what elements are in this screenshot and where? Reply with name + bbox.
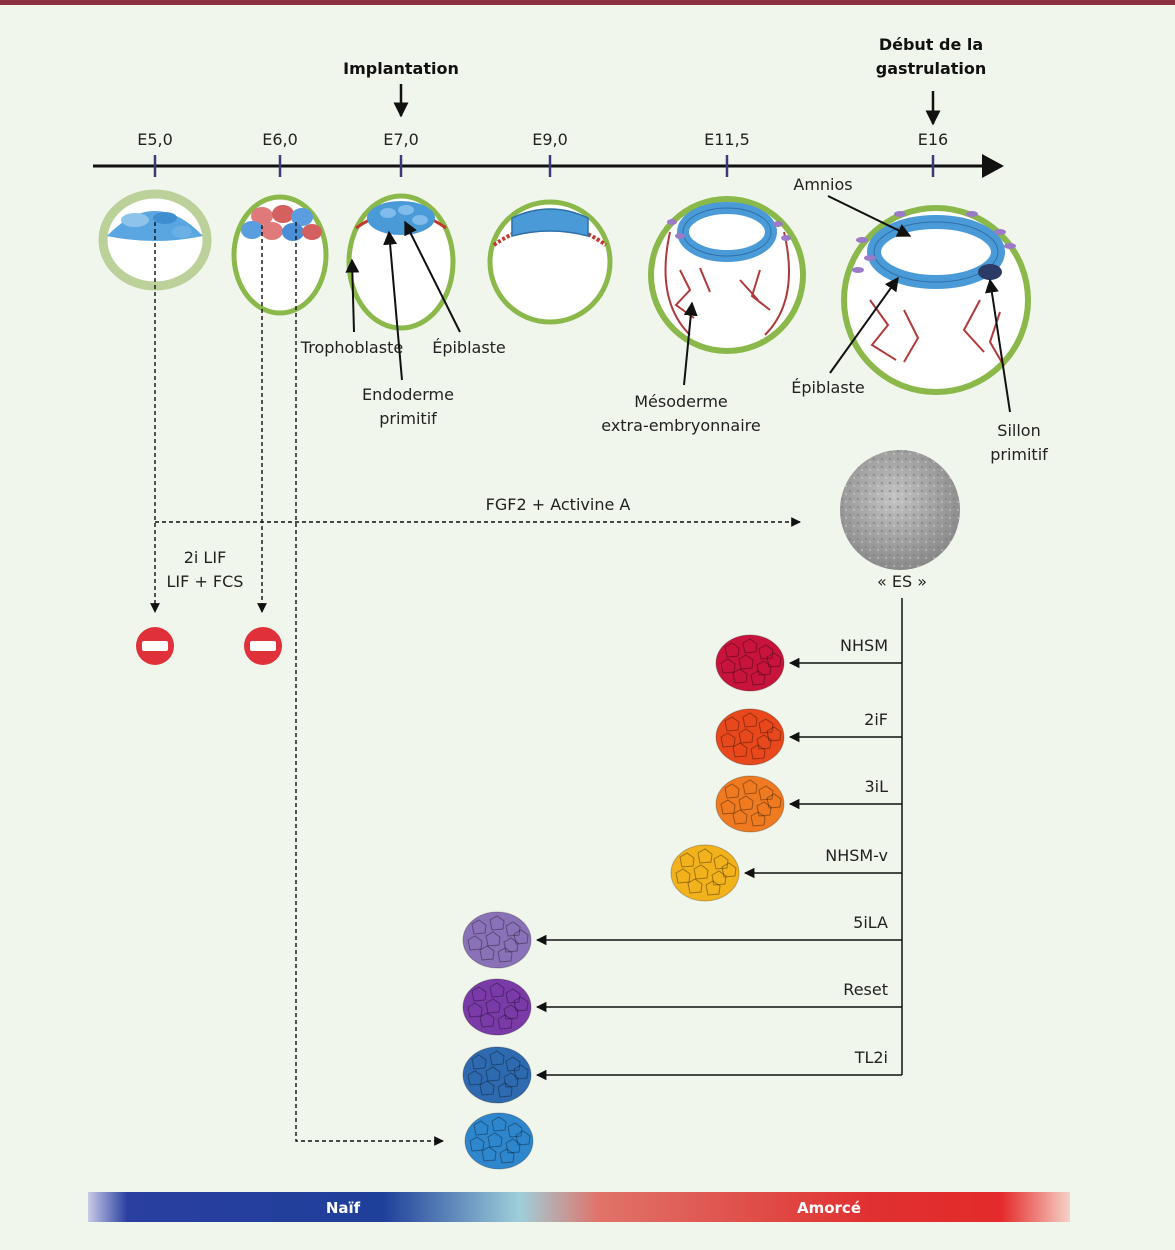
stop-icon: [136, 627, 174, 665]
label-amnios: Amnios: [793, 175, 852, 194]
condition-colony: [462, 1046, 532, 1104]
condition-label: 2iF: [864, 710, 888, 729]
label-epiblaste2: Épiblaste: [791, 378, 865, 397]
label-es: « ES »: [877, 572, 927, 591]
embryo-e6-cells: [241, 205, 322, 241]
condition-label: Reset: [843, 980, 888, 999]
condition-label: NHSM: [840, 636, 888, 655]
naive-colony: [464, 1112, 534, 1170]
condition-colony: [715, 708, 785, 766]
top-rule: [0, 0, 1175, 5]
timeline-stage-label: E5,0: [137, 130, 173, 149]
label-epiblaste: Épiblaste: [432, 338, 506, 357]
label-lif-fcs: LIF + FCS: [167, 572, 244, 591]
gastrulation-label-line2: gastrulation: [876, 59, 987, 78]
naive-primed-gradient-bar: [88, 1192, 1070, 1222]
timeline-stage-label: E6,0: [262, 130, 298, 149]
timeline-stage-label: E7,0: [383, 130, 419, 149]
embryo-e7: [346, 193, 456, 331]
arrow-mesoderme: [683, 301, 698, 386]
condition-label: 3iL: [864, 777, 888, 796]
label-naive: Naïf: [326, 1199, 361, 1217]
label-fgf2-activine: FGF2 + Activine A: [486, 495, 631, 514]
condition-label: TL2i: [854, 1048, 888, 1067]
label-mesoderme-line1: Mésoderme: [634, 392, 728, 411]
arrow-endoderme: [383, 230, 403, 381]
condition-colony: [462, 911, 532, 969]
label-sillon-line1: Sillon: [997, 421, 1040, 440]
timeline-stage-label: E9,0: [532, 130, 568, 149]
arrow-trophoblaste: [345, 258, 360, 333]
label-endoderme-line1: Endoderme: [362, 385, 454, 404]
gastrulation-label-line1: Début de la: [879, 35, 983, 54]
condition-colony: [715, 775, 785, 833]
embryo-e9: [487, 199, 613, 325]
derivation-paths: [150, 222, 801, 1146]
embryo-e16: [841, 205, 1031, 395]
label-2i-lif: 2i LIF: [184, 548, 227, 567]
embryo-e11: [648, 196, 806, 354]
implantation-label: Implantation: [343, 59, 459, 78]
label-sillon-line2: primitif: [990, 445, 1048, 464]
es-colony-image: [840, 450, 960, 570]
label-primed: Amorcé: [797, 1199, 861, 1217]
arrow-sillon: [984, 278, 1011, 413]
stop-icon: [244, 627, 282, 665]
condition-colony: [715, 634, 785, 692]
condition-label: 5iLA: [853, 913, 888, 932]
condition-colony: [670, 844, 740, 902]
label-trophoblaste: Trophoblaste: [300, 338, 403, 357]
timeline-stage-label: E16: [918, 130, 948, 149]
arrow-amnios: [827, 195, 912, 237]
condition-colony: [462, 978, 532, 1036]
condition-label: NHSM-v: [825, 846, 888, 865]
timeline-arrowhead: [982, 154, 1004, 178]
timeline-ticks: E5,0 E6,0 E7,0 E9,0 E11,5 E16: [137, 130, 948, 177]
arrow-epiblaste: [404, 220, 461, 333]
label-endoderme-line2: primitif: [379, 409, 437, 428]
timeline-stage-label: E11,5: [704, 130, 750, 149]
label-mesoderme-line2: extra-embryonnaire: [601, 416, 760, 435]
naive-colony-image: [464, 1112, 534, 1170]
embryo-e6: [231, 194, 329, 316]
arrow-epiblaste2: [829, 276, 899, 374]
